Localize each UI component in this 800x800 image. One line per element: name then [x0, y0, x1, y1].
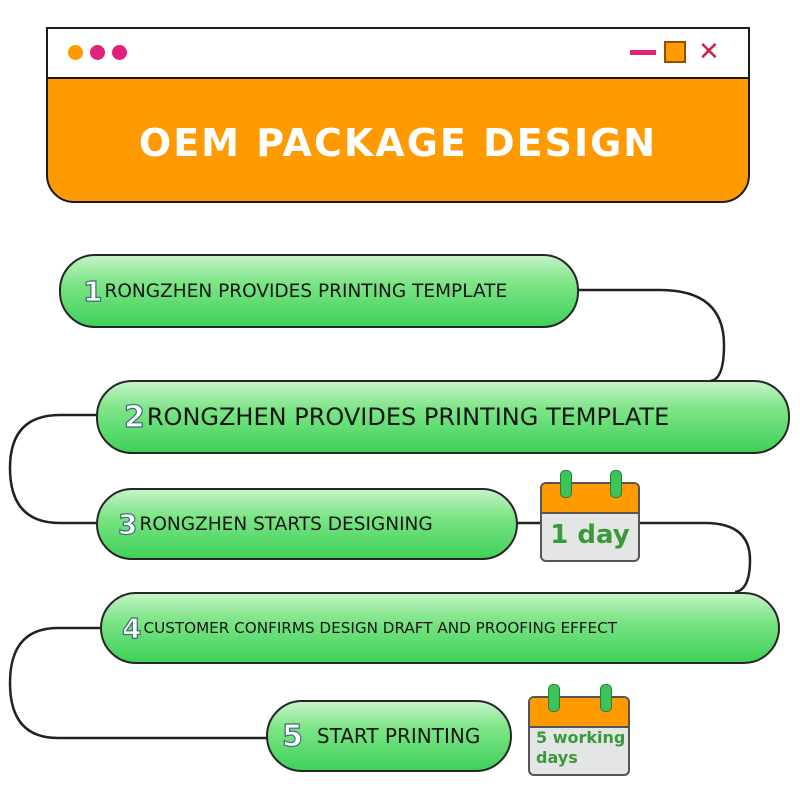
calendar-2-text-line1: 5 working — [536, 728, 626, 747]
window-titlebar: ✕ — [48, 29, 748, 79]
connector-4-5 — [8, 626, 267, 740]
maximize-icon — [664, 41, 686, 63]
calendar-2-text-line2: days — [536, 748, 578, 767]
connector-2-3 — [8, 413, 97, 525]
calendar-ring-icon — [560, 470, 572, 498]
step-5-label: START PRINTING — [316, 724, 481, 748]
minimize-icon — [630, 50, 656, 55]
step-2-label: RONGZHEN PROVIDES PRINTING TEMPLATE — [146, 403, 670, 431]
step-4-label: CUSTOMER CONFIRMS DESIGN DRAFT AND PROOF… — [143, 619, 617, 637]
connector-1-2 — [578, 288, 726, 383]
step-1-label: RONGZHEN PROVIDES PRINTING TEMPLATE — [104, 280, 508, 302]
step-3-number: 3 — [117, 507, 138, 541]
calendar-2-icon: 5 working days — [528, 684, 630, 776]
close-icon: ✕ — [698, 37, 720, 67]
calendar-1-icon: 1 day — [540, 470, 640, 562]
step-4: 4 CUSTOMER CONFIRMS DESIGN DRAFT AND PRO… — [100, 592, 780, 664]
step-2: 2 RONGZHEN PROVIDES PRINTING TEMPLATE — [96, 380, 790, 454]
step-4-number: 4 — [121, 611, 142, 645]
page-title: OEM PACKAGE DESIGN — [138, 121, 658, 165]
window-dot-orange — [68, 45, 83, 60]
step-5-number: 5 — [281, 718, 303, 754]
step-3-label: RONGZHEN STARTS DESIGNING — [139, 513, 433, 535]
calendar-1-text: 1 day — [550, 520, 630, 550]
calendar-ring-icon — [600, 684, 612, 712]
step-5: 5 START PRINTING — [266, 700, 512, 772]
step-3: 3 RONGZHEN STARTS DESIGNING — [96, 488, 518, 560]
calendar-ring-icon — [610, 470, 622, 498]
calendar-ring-icon — [548, 684, 560, 712]
step-2-number: 2 — [123, 399, 145, 435]
step-1-number: 1 — [82, 274, 103, 308]
header-window: ✕ OEM PACKAGE DESIGN — [46, 27, 750, 203]
connector-3-4 — [517, 521, 752, 594]
window-dot-red — [112, 45, 127, 60]
step-1: 1 RONGZHEN PROVIDES PRINTING TEMPLATE — [59, 254, 579, 328]
window-dot-pink — [90, 45, 105, 60]
